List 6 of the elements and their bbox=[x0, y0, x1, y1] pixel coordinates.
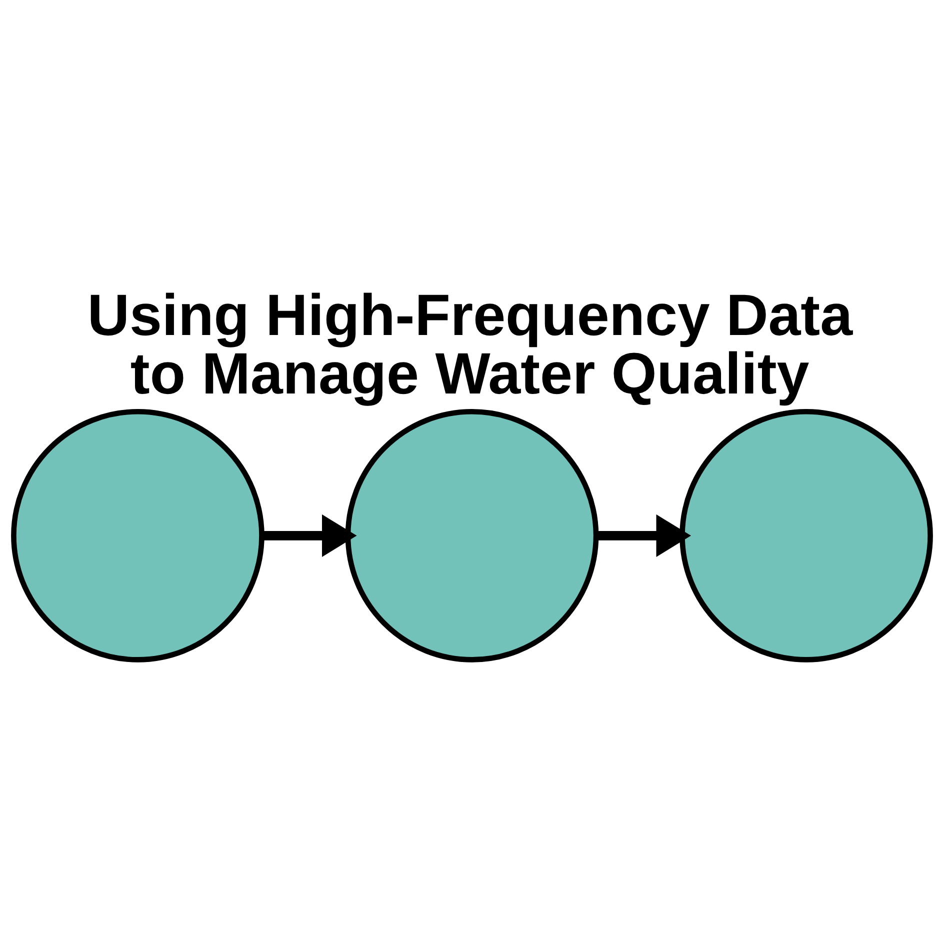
arrow bbox=[262, 514, 357, 557]
node-circle bbox=[345, 409, 599, 662]
diagram-title: Using High-Frequency Data to Manage Water Quality bbox=[87, 282, 853, 406]
node-circle bbox=[11, 409, 264, 662]
arrow bbox=[596, 514, 692, 557]
node-circle bbox=[680, 409, 933, 662]
